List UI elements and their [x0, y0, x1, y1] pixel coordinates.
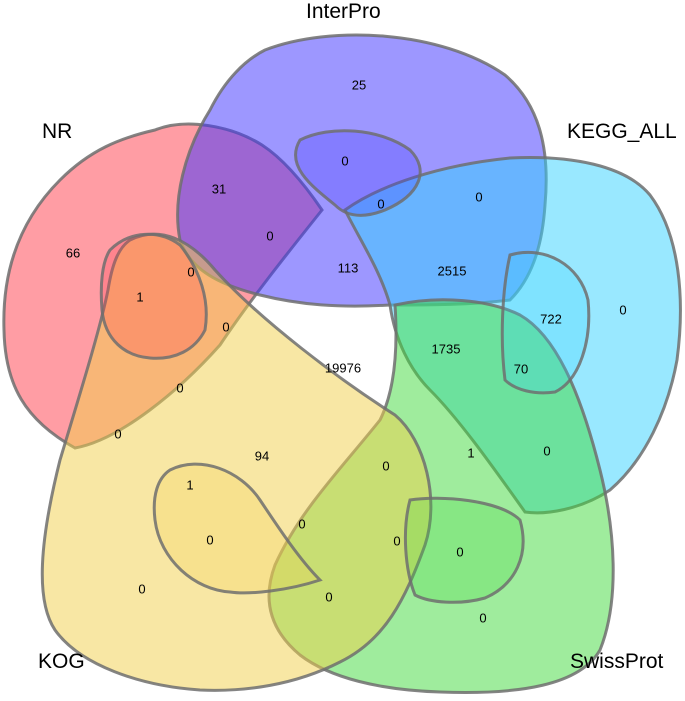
region-count-interpro-upper: 0: [341, 153, 348, 168]
set-shape-nr-lobe: [99, 232, 208, 360]
region-count-kog-swissprot-a: 0: [206, 532, 213, 547]
region-count-swissprot-kegg-d: 0: [543, 443, 550, 458]
region-count-nr-interpro: 31: [212, 181, 226, 196]
set-label-swissprot: SwissProt: [570, 650, 664, 673]
region-count-nr-left-a: 1: [136, 289, 143, 304]
region-count-nr-only: 66: [66, 245, 80, 260]
region-count-swissprot-only: 0: [479, 610, 486, 625]
region-count-interpro-kegg-b: 0: [377, 196, 384, 211]
region-count-nr-swissprot-kog: 94: [255, 448, 269, 463]
region-count-nr-kog-c: 1: [186, 477, 193, 492]
set-label-nr: NR: [42, 120, 72, 143]
region-count-interpro-kegg-swissprot-kog: 1735: [432, 341, 461, 356]
set-shape-kegg-lobe: [500, 250, 591, 395]
region-count-kegg-swissprot-b: 70: [514, 361, 528, 376]
region-count-nr-left-c: 0: [222, 319, 229, 334]
region-count-center-lower: 0: [382, 458, 389, 473]
region-count-kog-swissprot-b: 0: [298, 516, 305, 531]
set-shape-kog-lobe: [152, 462, 323, 595]
region-count-kog-swissprot-c: 0: [393, 533, 400, 548]
region-count-interpro-kegg-swissprot: 2515: [438, 263, 467, 278]
set-shape-swissprot-lobe: [403, 496, 525, 604]
region-count-nr-interpro-b: 0: [266, 228, 273, 243]
region-count-nr-interpro-kegg: 113: [338, 260, 359, 275]
region-count-swissprot-lower-a: 0: [456, 544, 463, 559]
region-count-interpro-only: 25: [352, 77, 366, 92]
region-count-nr-kog-b: 0: [114, 426, 121, 441]
region-count-interpro-kegg: 0: [475, 189, 482, 204]
region-count-nr-kog-a: 0: [176, 380, 183, 395]
set-label-kegg: KEGG_ALL: [567, 120, 677, 143]
set-label-interpro: InterPro: [306, 0, 381, 23]
region-count-kegg-only: 0: [619, 302, 626, 317]
set-label-kog: KOG: [38, 650, 85, 673]
region-count-kog-only: 0: [138, 581, 145, 596]
region-count-nr-left-b: 0: [187, 264, 194, 279]
region-count-all-five: 19976: [325, 360, 361, 375]
set-shape-interpro-lobe: [293, 129, 422, 217]
region-count-kegg-swissprot: 722: [540, 311, 562, 326]
region-count-swissprot-kegg-c: 1: [467, 445, 474, 460]
region-counts: 25 66 0 0 0 31 0 0 0 0 113 2515 722 1 0 0 19976 1735 70 0 0 9…: [66, 77, 627, 625]
set-shape-kog: [40, 232, 433, 692]
region-count-swissprot-lower-b: 0: [325, 589, 332, 604]
